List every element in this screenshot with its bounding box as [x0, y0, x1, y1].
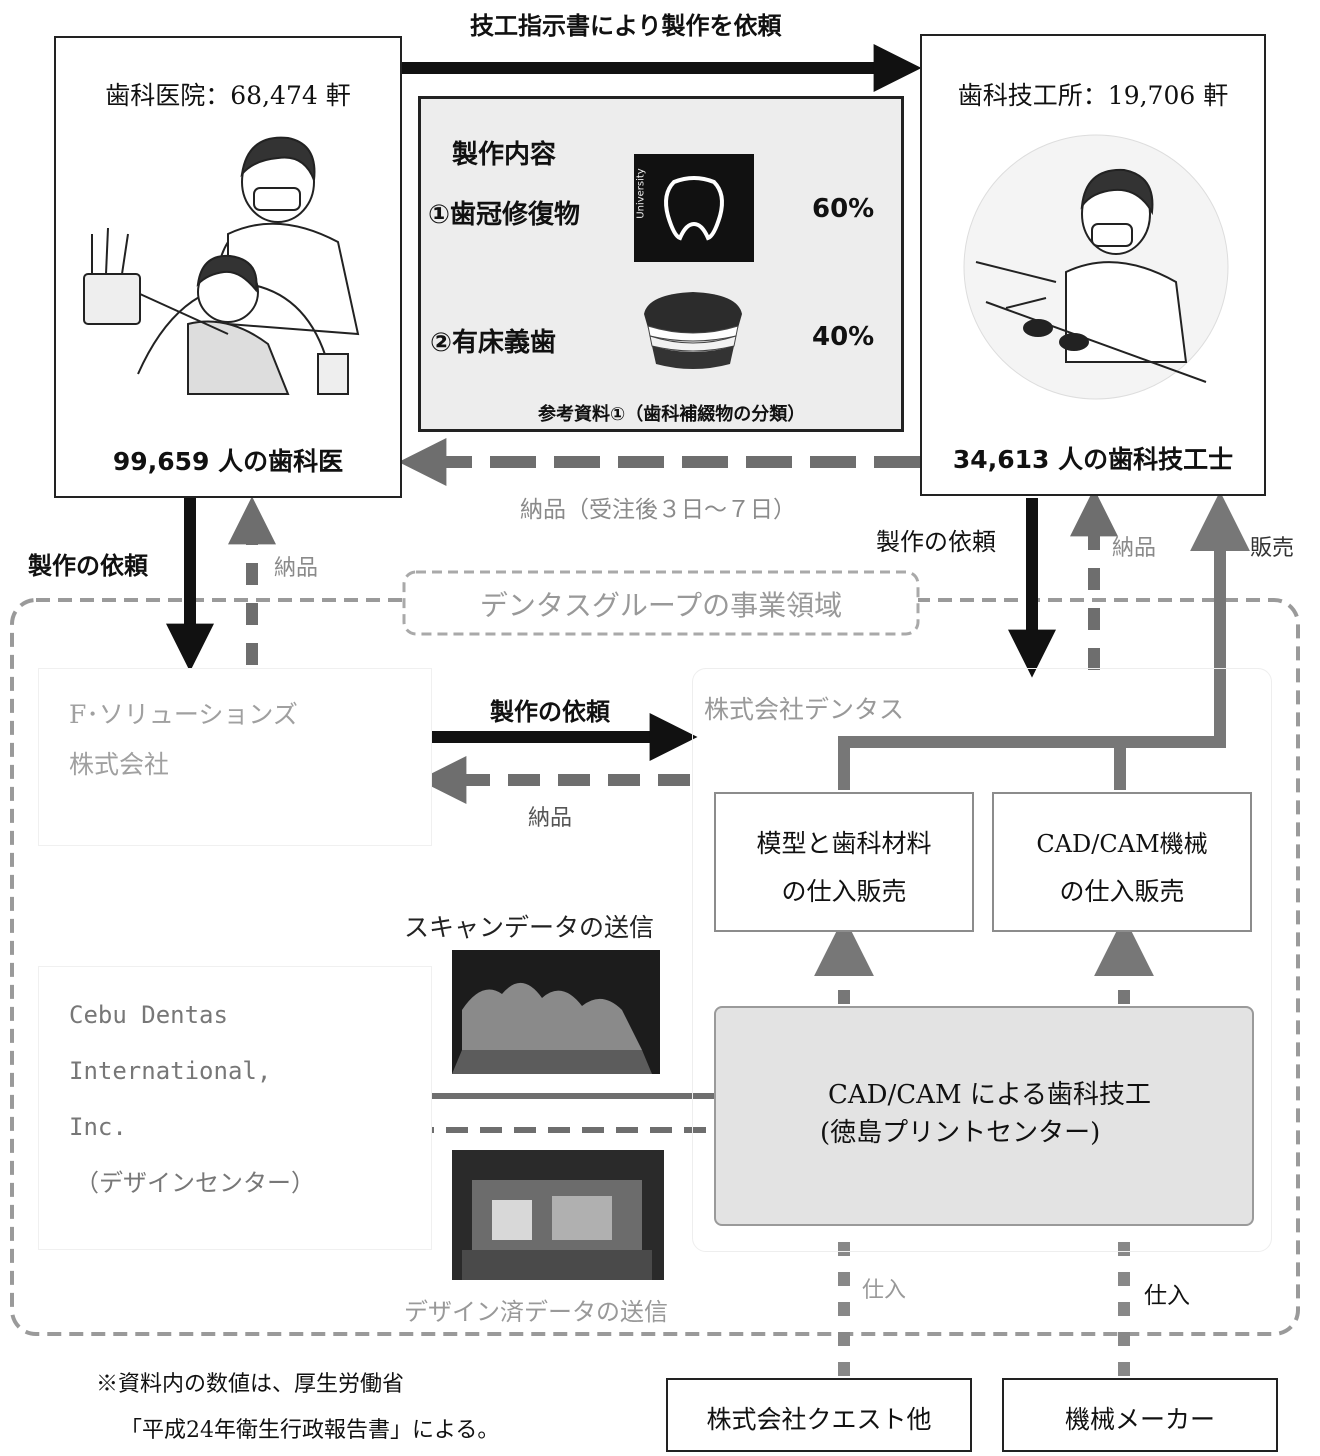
lab-box: 歯科技工所：19,706 軒 34,613 人の歯科技工士	[920, 34, 1266, 496]
cebu-line4: （デザインセンター）	[75, 1169, 315, 1197]
clinic-box: 歯科医院：68,474 軒 99,659 人の歯科医	[54, 36, 402, 498]
cadcam-sales-line1: CAD/CAM機械	[1036, 830, 1208, 858]
print-center-box: CAD/CAM による歯科技工 (徳島プリントセンター)	[714, 1006, 1254, 1226]
tooth-image: University	[634, 154, 754, 262]
design-send-label: デザイン済データの送信	[404, 1298, 668, 1326]
model-sales-line2: の仕入販売	[781, 877, 907, 906]
model-sales-line1: 模型と歯科材料	[756, 829, 932, 858]
cebu-box: Cebu Dentas International, Inc. （デザインセンタ…	[38, 966, 432, 1250]
production-reference: 参考資料①（歯科補綴物の分類）	[538, 404, 806, 425]
tooth-image-text: University	[635, 168, 647, 219]
denture-image	[644, 292, 742, 369]
quest-box: 株式会社クエスト他	[666, 1378, 972, 1452]
quest-label: 株式会社クエスト他	[706, 1405, 932, 1434]
middle-order-label: 製作の依頼	[490, 698, 610, 726]
right-sales-label: 販売	[1250, 536, 1295, 561]
clinic-title: 歯科医院：68,474 軒	[105, 81, 351, 110]
arrow-sales	[838, 491, 1250, 790]
fsol-line2: 株式会社	[69, 750, 170, 779]
clinic-count: 99,659 人の歯科医	[112, 447, 344, 476]
cadcam-sales-line2: の仕入販売	[1059, 877, 1185, 906]
production-item1: ①歯冠修復物	[428, 200, 581, 230]
top-arrow-label: 技工指示書により製作を依頼	[470, 12, 782, 40]
cebu-line3: Inc.	[69, 1113, 127, 1141]
lab-title: 歯科技工所：19,706 軒	[957, 81, 1229, 110]
left-delivery-label: 納品	[274, 556, 319, 581]
cadcam-sales-box: CAD/CAM機械 の仕入販売	[992, 792, 1252, 932]
production-item2: ②有床義歯	[430, 328, 557, 358]
dentist-illustration	[83, 136, 360, 395]
lab-count: 34,613 人の歯科技工士	[952, 445, 1234, 474]
delivery-top-label: 納品（受注後３日〜７日）	[520, 497, 796, 523]
design-data-image	[452, 1150, 664, 1280]
model-sales-box: 模型と歯科材料 の仕入販売	[714, 792, 974, 932]
fsol-box: F･ソリューションズ 株式会社	[38, 668, 432, 846]
print-center-line2: (徳島プリントセンター)	[820, 1118, 1101, 1148]
production-item1-pct: 60%	[812, 194, 875, 224]
right-order-label: 製作の依頼	[876, 528, 996, 556]
technician-illustration	[963, 134, 1229, 400]
group-domain-label: デンタスグループの事業領域	[479, 589, 843, 622]
scan-send-label: スキャンデータの送信	[404, 913, 655, 942]
production-heading: 製作内容	[452, 140, 557, 170]
dentas-label: 株式会社デンタス	[704, 695, 905, 724]
maker-label: 機械メーカー	[1064, 1405, 1215, 1434]
footnote-line2: 「平成24年衛生行政報告書」による。	[120, 1418, 500, 1443]
maker-box: 機械メーカー	[1002, 1378, 1278, 1452]
purchase-right-label: 仕入	[1144, 1283, 1190, 1309]
right-delivery-label: 納品	[1112, 536, 1157, 561]
cebu-line2: International,	[69, 1057, 272, 1085]
fsol-line1: F･ソリューションズ	[69, 700, 298, 729]
middle-delivery-label: 納品	[528, 806, 573, 831]
print-center-line1: CAD/CAM による歯科技工	[828, 1080, 1152, 1110]
left-order-label: 製作の依頼	[28, 552, 148, 580]
production-item2-pct: 40%	[812, 322, 875, 352]
footnote-line1: ※資料内の数値は、厚生労働省	[96, 1372, 405, 1397]
dentas-container	[692, 668, 1272, 1252]
cebu-line1: Cebu Dentas	[69, 1001, 228, 1029]
group-domain-pill	[402, 570, 920, 636]
purchase-left-label: 仕入	[862, 1278, 907, 1303]
scan-data-image	[452, 950, 660, 1074]
production-box	[418, 96, 904, 432]
